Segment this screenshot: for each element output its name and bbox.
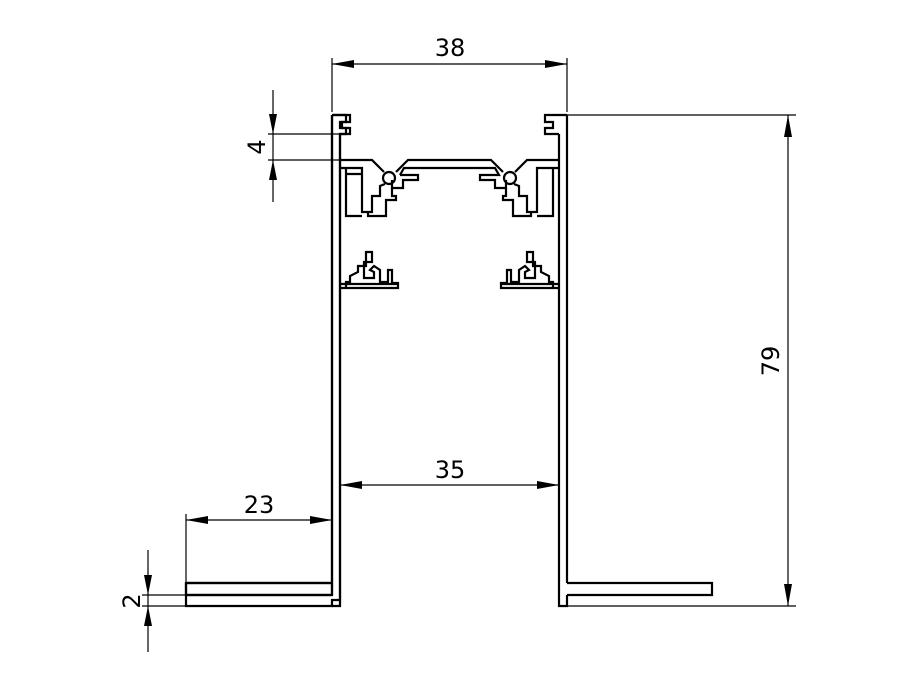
right-pivot — [502, 170, 518, 186]
right-wall — [557, 115, 569, 608]
left-wall-and-flange — [184, 113, 348, 608]
dimension-slot-height: 4 — [243, 90, 346, 202]
dimension-flange-width: 23 — [185, 491, 332, 583]
left-upper-chamber — [340, 166, 398, 218]
dim-label-inner-width: 35 — [435, 456, 466, 484]
left-pivot — [381, 170, 397, 186]
right-lower-clip — [499, 250, 559, 290]
dim-label-flange-width: 23 — [244, 491, 275, 519]
dimension-top-width: 38 — [331, 34, 568, 112]
dim-label-flange-thickness: 2 — [118, 593, 146, 608]
aluminium-profile — [184, 113, 714, 608]
left-flange — [184, 581, 332, 597]
left-top-hook — [332, 113, 352, 136]
right-top-hook — [543, 113, 567, 136]
right-upper-chamber — [501, 166, 559, 218]
top-channel-bar — [390, 166, 508, 190]
dimension-total-height: 79 — [567, 114, 796, 607]
left-wall — [330, 115, 342, 608]
dimension-flange-thickness: 2 — [118, 550, 332, 652]
top-channel-upper — [340, 158, 559, 173]
dim-label-total-height: 79 — [757, 346, 785, 377]
dimension-inner-width: 35 — [340, 456, 559, 489]
left-inner-post — [344, 168, 362, 218]
right-inner-post — [537, 168, 555, 218]
dim-label-slot-height: 4 — [243, 139, 271, 154]
dim-label-top-width: 38 — [435, 34, 466, 62]
left-lower-clip — [340, 250, 400, 290]
right-flange — [567, 581, 714, 597]
